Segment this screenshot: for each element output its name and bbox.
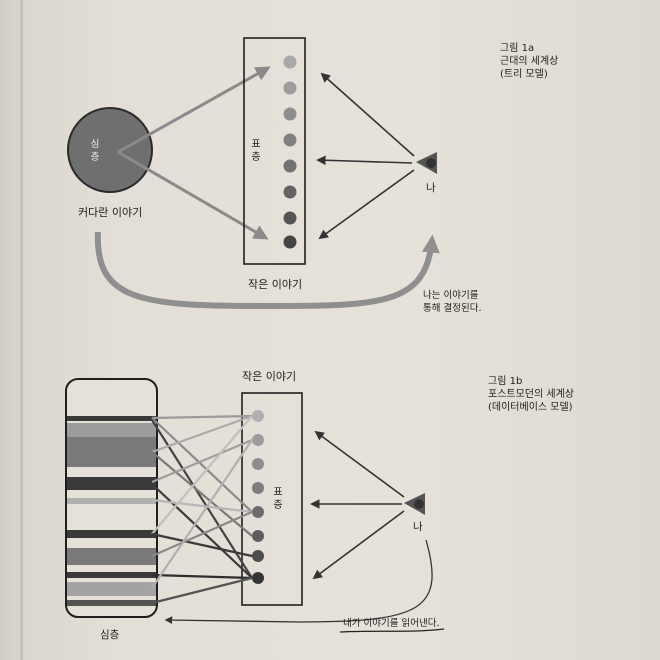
determined-note-line2: 통해 결정된다. <box>423 303 482 314</box>
surface-layer-label-b: 표층 <box>273 487 283 511</box>
caption-number: 그림 1a <box>500 43 535 54</box>
narrative-dot <box>252 434 264 446</box>
self-arrow-top-b <box>314 430 405 498</box>
narrative-dot <box>252 572 264 584</box>
self-label-b: 나 <box>413 521 423 533</box>
figure-1a-caption: 그림 1a 근대의 세계상 (트리 모델) <box>500 42 558 81</box>
reads-note: 내가 이야기를 읽어낸다. <box>343 618 440 629</box>
tree-arrow-upper <box>117 66 271 154</box>
determined-note-line1: 나는 이야기를 <box>423 290 479 301</box>
narrative-dot <box>283 211 297 225</box>
narrative-dot <box>283 235 297 249</box>
database-link-lines <box>151 414 253 605</box>
caption-title: 포스트모던의 세계상 <box>488 389 574 400</box>
small-narrative-label-b: 작은 이야기 <box>242 370 297 383</box>
caption-model: (데이터베이스 모델) <box>488 402 573 413</box>
figure-1a <box>67 37 440 310</box>
caption-number: 그림 1b <box>488 376 523 387</box>
narrative-dot <box>252 506 264 518</box>
narrative-dot <box>283 185 297 199</box>
surface-layer-label: 표층 <box>251 139 261 163</box>
narrative-dot <box>252 410 264 422</box>
narrative-dot <box>252 482 264 494</box>
surface-layer-box-b <box>241 392 303 606</box>
small-narrative-dots-b <box>252 410 264 584</box>
determination-curve-arrow <box>94 231 440 310</box>
deep-layer-circle <box>67 107 153 193</box>
eye-icon <box>416 152 437 174</box>
determined-note: 나는 이야기를 통해 결정된다. <box>423 289 481 315</box>
deep-layer-label-b: 심층 <box>100 629 120 641</box>
eye-icon <box>404 493 425 515</box>
figure-1b-caption: 그림 1b 포스트모던의 세계상 (데이터베이스 모델) <box>488 375 574 414</box>
narrative-dot <box>283 55 297 69</box>
self-arrow-mid <box>316 155 413 166</box>
small-narrative-label: 작은 이야기 <box>248 278 303 291</box>
narrative-dot <box>283 107 297 121</box>
figure-1b <box>65 378 445 633</box>
caption-title: 근대의 세계상 <box>500 56 559 67</box>
database-bands <box>67 416 156 606</box>
narrative-dot <box>283 133 297 147</box>
self-arrow-top <box>320 72 415 157</box>
deep-layer-label: 심층 <box>90 139 100 163</box>
tree-arrow-lower <box>117 150 269 240</box>
narrative-dot <box>283 159 297 173</box>
small-narrative-dots-a <box>283 55 297 249</box>
grand-narrative-label: 커다란 이야기 <box>78 206 143 219</box>
narrative-dot <box>252 530 264 542</box>
handwritten-underline <box>339 628 445 633</box>
reading-curve-arrow <box>164 539 433 624</box>
surface-layer-box-a <box>243 37 306 265</box>
narrative-dot <box>283 81 297 95</box>
narrative-dot <box>252 550 264 562</box>
self-arrow-bottom-b <box>312 510 405 580</box>
self-arrow-bottom <box>318 169 415 240</box>
page-gutter <box>20 0 23 660</box>
caption-model: (트리 모델) <box>500 69 548 80</box>
narrative-dot <box>252 458 264 470</box>
self-label: 나 <box>426 182 436 194</box>
